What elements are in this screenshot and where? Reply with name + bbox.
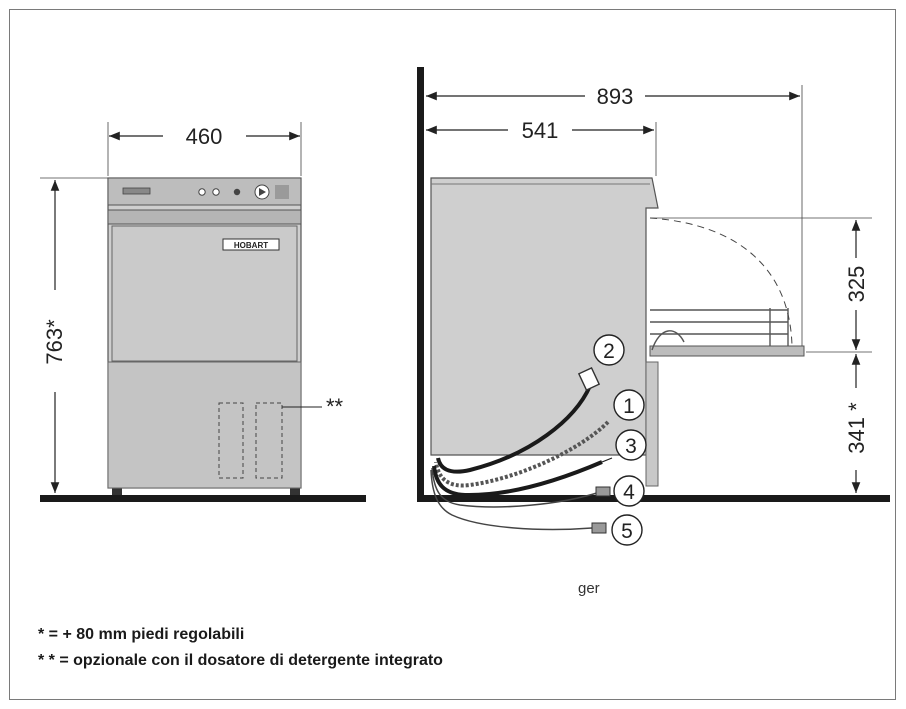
side-wall — [417, 67, 424, 502]
front-panel-badge — [122, 187, 151, 195]
callout-2: 2 — [593, 334, 625, 366]
callout-5: 5 — [611, 514, 643, 546]
callout-3: 3 — [615, 429, 647, 461]
callout-1: 1 — [613, 389, 645, 421]
hose-1 — [434, 420, 610, 488]
note-adjustable-feet: * = + 80 mm piedi regolabili — [38, 626, 245, 643]
front-width-label: 460 — [186, 124, 223, 149]
side-depth-total-label: 893 — [597, 84, 634, 109]
front-foot-right — [290, 487, 300, 495]
side-body — [430, 177, 659, 456]
side-door-swing-arc — [649, 217, 793, 347]
front-height-label: 763* — [42, 319, 67, 365]
front-lower-panel — [107, 361, 302, 489]
front-brand-plate — [222, 238, 280, 251]
side-rack-height-label: 325 — [844, 266, 869, 303]
front-brand-text: HOBART — [234, 241, 268, 250]
front-display — [275, 185, 289, 199]
callout-4: 4 — [613, 475, 645, 507]
cable-3-wires — [601, 457, 613, 463]
side-lower-height-label: 341 * — [844, 402, 869, 454]
front-indicator-1 — [198, 188, 206, 196]
hose-3 — [432, 460, 603, 498]
hose-2 — [436, 385, 592, 474]
connector-4 — [595, 486, 611, 497]
connector-5 — [591, 522, 607, 534]
svg-text:3: 3 — [625, 435, 637, 458]
connector-2 — [577, 366, 601, 392]
front-detergent-marker: ** — [326, 394, 344, 419]
front-foot-left — [112, 487, 122, 495]
side-depth-body-label: 541 — [522, 118, 559, 143]
caption-fragment: ger — [578, 580, 600, 597]
side-lower-cabinet — [645, 361, 659, 487]
side-rack — [650, 308, 789, 351]
svg-text:2: 2 — [603, 340, 615, 363]
front-detergent-box-2 — [255, 402, 283, 479]
front-view: HOBART ** 460 763* — [40, 122, 366, 502]
side-hoses — [430, 385, 610, 531]
svg-text:4: 4 — [623, 481, 635, 504]
front-indicator-3 — [233, 188, 241, 196]
front-play-icon — [259, 188, 266, 196]
svg-text:5: 5 — [621, 520, 633, 543]
svg-text:1: 1 — [623, 395, 635, 418]
side-open-door — [649, 345, 805, 357]
front-indicator-2 — [212, 188, 220, 196]
front-floor — [40, 495, 366, 502]
side-view: 2 1 3 4 5 893 — [417, 67, 890, 546]
note-optional-detergent: * * = opzionale con il dosatore di deter… — [38, 652, 443, 669]
hose-4 — [431, 467, 601, 508]
front-handle-band — [107, 209, 302, 225]
side-floor — [417, 495, 890, 502]
hose-5 — [430, 469, 593, 531]
